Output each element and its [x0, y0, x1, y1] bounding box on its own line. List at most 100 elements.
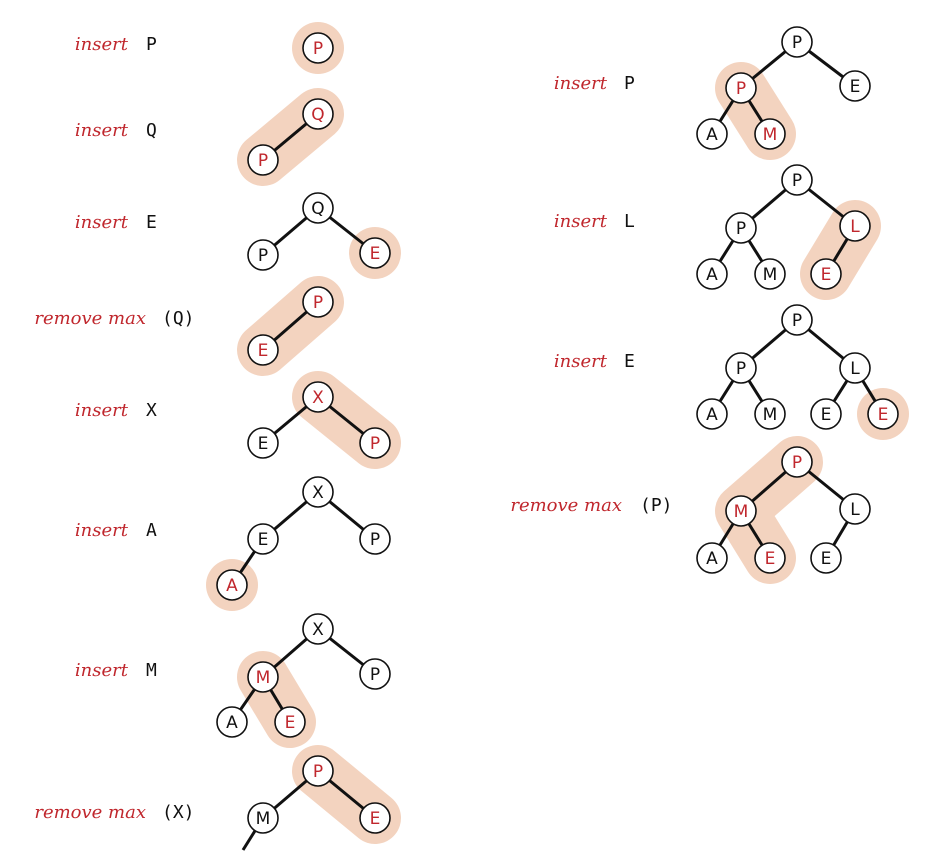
node-circle	[274, 706, 306, 738]
node-circle	[247, 661, 279, 693]
node-circle	[247, 239, 279, 271]
heap-node: A	[696, 398, 728, 430]
node-key: L	[850, 359, 860, 379]
heap-node: P	[302, 32, 334, 64]
node-key: M	[256, 809, 271, 829]
node-circle	[247, 427, 279, 459]
node-key: E	[370, 809, 381, 829]
heap-node: P	[725, 72, 757, 104]
node-circle	[725, 72, 757, 104]
operation-argument: P	[146, 34, 157, 55]
node-circle	[725, 495, 757, 527]
node-key: M	[256, 668, 271, 688]
node-key: M	[734, 502, 749, 522]
heap-node: P	[302, 286, 334, 318]
node-circle	[302, 192, 334, 224]
node-circle	[725, 352, 757, 384]
heap-node: L	[839, 352, 871, 384]
heap-node: P	[781, 26, 813, 58]
node-circle	[781, 446, 813, 478]
node-circle	[302, 286, 334, 318]
node-key: P	[258, 246, 268, 266]
operation-label: insert	[75, 34, 129, 55]
heap-node: A	[696, 118, 728, 150]
node-key: E	[821, 265, 832, 285]
node-key: P	[792, 311, 802, 331]
node-circle	[781, 26, 813, 58]
node-circle	[302, 476, 334, 508]
heap-node: P	[781, 304, 813, 336]
node-key: Q	[311, 199, 324, 219]
node-circle	[725, 212, 757, 244]
operation-argument: P	[624, 73, 635, 94]
operation-argument: (P)	[640, 495, 673, 516]
heap-node: E	[247, 427, 279, 459]
node-circle	[754, 542, 786, 574]
node-key: P	[370, 665, 380, 685]
node-key: A	[706, 265, 718, 285]
heap-node: P	[781, 164, 813, 196]
node-key: Q	[311, 105, 324, 125]
heap-node: P	[781, 446, 813, 478]
node-key: E	[258, 341, 269, 361]
operation-argument: E	[146, 212, 157, 233]
node-circle	[839, 210, 871, 242]
node-key: A	[706, 405, 718, 425]
node-key: E	[258, 530, 269, 550]
operation-label: insert	[75, 212, 129, 233]
node-key: P	[258, 151, 268, 171]
node-key: X	[312, 388, 324, 408]
heap-step: remove max(Q)PE	[34, 276, 344, 376]
operation-label: insert	[75, 660, 129, 681]
heap-node: E	[247, 334, 279, 366]
operation-label: remove max	[510, 495, 622, 516]
operation-argument: L	[624, 211, 635, 232]
heap-node: E	[867, 398, 899, 430]
heap-node: A	[696, 258, 728, 290]
heap-node: E	[754, 542, 786, 574]
heap-node: A	[696, 542, 728, 574]
node-key: L	[850, 217, 860, 237]
operation-argument: (X)	[162, 802, 195, 823]
heap-node: M	[754, 398, 786, 430]
node-key: X	[312, 620, 324, 640]
node-key: M	[763, 265, 778, 285]
node-key: A	[226, 576, 238, 596]
node-circle	[839, 352, 871, 384]
node-key: P	[736, 79, 746, 99]
heap-node: X	[302, 613, 334, 645]
heap-node: E	[274, 706, 306, 738]
heap-node: Q	[302, 192, 334, 224]
node-circle	[302, 755, 334, 787]
node-key: A	[706, 125, 718, 145]
node-circle	[696, 258, 728, 290]
node-circle	[867, 398, 899, 430]
node-key: A	[226, 713, 238, 733]
heap-node: P	[725, 212, 757, 244]
heap-node: X	[302, 476, 334, 508]
node-key: E	[258, 434, 269, 454]
heap-node: E	[359, 237, 391, 269]
node-key: E	[821, 405, 832, 425]
node-key: P	[792, 171, 802, 191]
node-key: P	[313, 293, 323, 313]
node-circle	[810, 542, 842, 574]
node-key: P	[370, 434, 380, 454]
heap-node: E	[810, 398, 842, 430]
heap-node: P	[359, 658, 391, 690]
node-key: M	[763, 125, 778, 145]
node-key: E	[878, 405, 889, 425]
heap-node: A	[216, 569, 248, 601]
heap-node: P	[247, 239, 279, 271]
node-circle	[247, 523, 279, 555]
heap-node: L	[839, 210, 871, 242]
node-circle	[247, 802, 279, 834]
node-key: A	[706, 549, 718, 569]
node-key: X	[312, 483, 324, 503]
operation-argument: A	[146, 520, 157, 541]
